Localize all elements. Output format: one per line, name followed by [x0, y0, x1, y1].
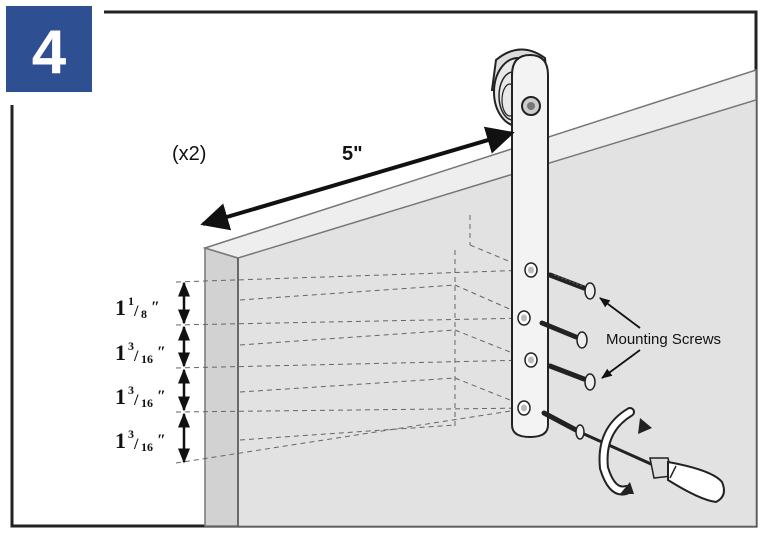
- svg-text:3: 3: [128, 383, 134, 397]
- screwdriver-icon: [583, 432, 725, 504]
- spacing-label-1: 1 1 / 8 ″: [115, 294, 160, 321]
- quantity-label: (x2): [172, 143, 206, 165]
- svg-text:1: 1: [115, 340, 126, 365]
- callout-arrows: [599, 297, 641, 379]
- svg-text:/: /: [133, 348, 139, 365]
- svg-text:16: 16: [141, 440, 153, 454]
- svg-text:″: ″: [157, 432, 166, 449]
- spacing-label-3: 1 3 / 16 ″: [115, 383, 166, 410]
- svg-text:/: /: [133, 392, 139, 409]
- svg-text:/: /: [133, 436, 139, 453]
- svg-text:1: 1: [115, 428, 126, 453]
- svg-text:/: /: [133, 303, 139, 320]
- spacing-label-2: 1 3 / 16 ″: [115, 339, 166, 366]
- svg-text:″: ″: [151, 299, 160, 316]
- mounting-screws-label: Mounting Screws: [606, 331, 721, 348]
- step-badge: 4: [0, 0, 104, 105]
- screw-icon: [547, 272, 596, 300]
- screw-icon: [539, 320, 588, 349]
- screw-icon: [547, 363, 596, 391]
- step-number: 4: [32, 18, 67, 87]
- rotation-arrow-icon: [598, 407, 652, 496]
- svg-text:16: 16: [141, 396, 153, 410]
- width-dimension-arrow: [200, 126, 515, 231]
- screw-icon: [541, 410, 585, 440]
- hanger-strap: [490, 48, 550, 439]
- svg-text:″: ″: [157, 388, 166, 405]
- svg-text:1: 1: [115, 384, 126, 409]
- width-label: 5": [342, 143, 363, 165]
- spacing-label-4: 1 3 / 16 ″: [115, 427, 166, 454]
- svg-text:″: ″: [157, 344, 166, 361]
- svg-text:3: 3: [128, 427, 134, 441]
- svg-text:3: 3: [128, 339, 134, 353]
- svg-text:1: 1: [128, 294, 134, 308]
- svg-text:1: 1: [115, 295, 126, 320]
- svg-text:8: 8: [141, 307, 147, 321]
- svg-text:16: 16: [141, 352, 153, 366]
